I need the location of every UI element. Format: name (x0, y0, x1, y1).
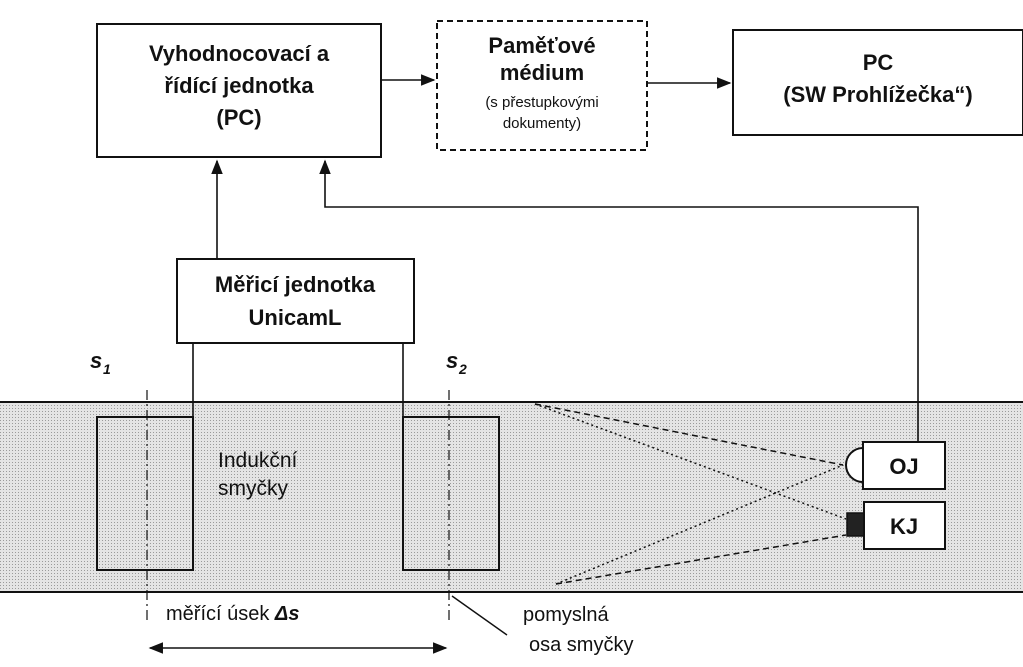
loops-label-line1: Indukční (218, 449, 298, 472)
kj-label: KJ (890, 514, 918, 539)
svg-text:2: 2 (458, 361, 467, 377)
memory-line3: (s přestupkovými (485, 94, 598, 111)
control-unit-line3: (PC) (216, 105, 261, 130)
control-unit-box: Vyhodnocovací a řídící jednotka (PC) (96, 23, 382, 158)
fov-kj-upper (534, 403, 847, 520)
control-unit-line1: Vyhodnocovací a (149, 41, 330, 66)
memory-line4: dokumenty) (503, 115, 581, 132)
control-unit-line2: řídící jednotka (164, 73, 314, 98)
camera-oj: OJ (845, 441, 946, 490)
road (0, 401, 1023, 593)
induction-loop-1 (96, 416, 194, 571)
svg-text:s: s (90, 348, 102, 373)
camera-lens-icon (845, 446, 864, 484)
camera-kj: KJ (846, 501, 946, 550)
induction-loop-2 (402, 416, 500, 571)
s2-label: s 2 (446, 348, 467, 377)
measuring-unit-line2: UnicamL (249, 305, 342, 330)
fov-kj-lower (555, 534, 847, 585)
illuminator-icon (846, 512, 865, 537)
loops-label-line2: smyčky (218, 477, 288, 500)
axis-label-line1: pomyslná (523, 604, 609, 626)
svg-text:1: 1 (103, 361, 111, 377)
memory-line2: médium (500, 60, 584, 85)
memory-line1: Paměťové (488, 33, 595, 58)
pc-viewer-line2: (SW Prohlížečka“) (783, 82, 972, 107)
measuring-section-label: měřící úsek Δs (166, 603, 299, 625)
measuring-unit-line1: Měřicí jednotka (215, 272, 376, 297)
pc-viewer-line1: PC (863, 50, 894, 75)
axis-label-line2: osa smyčky (529, 634, 633, 656)
axis-pointer-line (451, 595, 508, 636)
fov-oj-lower (555, 464, 844, 585)
memory-box: Paměťové médium (s přestupkovými dokumen… (436, 20, 648, 151)
arrow-camera-to-control (319, 159, 919, 463)
svg-text:s: s (446, 348, 458, 373)
fov-oj-upper (534, 403, 844, 466)
oj-label: OJ (889, 454, 918, 479)
measuring-unit-box: Měřicí jednotka UnicamL (176, 258, 415, 344)
s1-label: s 1 (90, 348, 111, 377)
pc-viewer-box: PC (SW Prohlížečka“) (732, 29, 1023, 136)
